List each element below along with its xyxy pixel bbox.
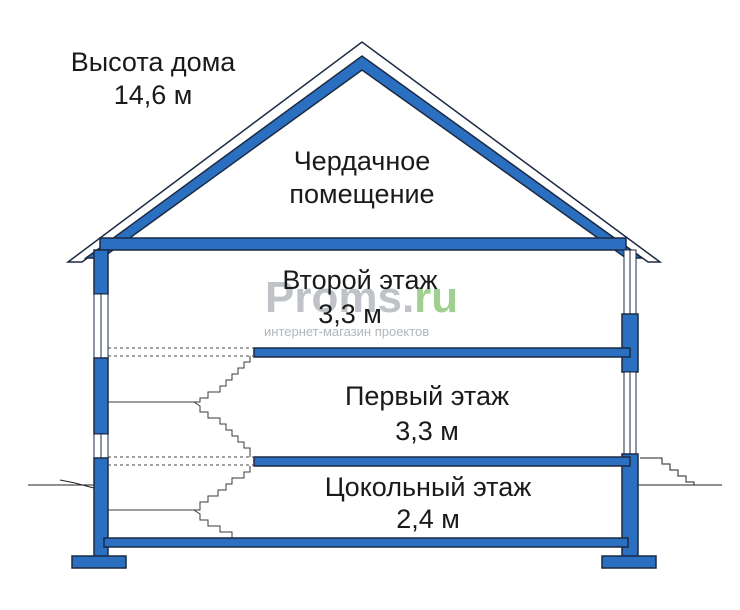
- watermark: Proms.ru интернет-магазин проектов: [264, 273, 458, 339]
- first-floor-name: Первый этаж: [345, 381, 509, 411]
- right-wall: [621, 249, 639, 559]
- stair-opening-dashes: [108, 347, 254, 466]
- attic-label-line1: Чердачное: [294, 146, 431, 176]
- attic-label-line2: помещение: [289, 179, 434, 209]
- basement-name: Цокольный этаж: [325, 472, 532, 502]
- second-floor-slab: [253, 347, 631, 358]
- footing-right: [601, 555, 657, 569]
- watermark-logo: Proms.ru: [265, 273, 458, 322]
- attic-floor-slab: [99, 237, 627, 251]
- footing-left: [71, 555, 127, 569]
- ground-right: [638, 457, 722, 486]
- house-height-value: 14,6 м: [114, 80, 193, 110]
- staircase-upper: [108, 356, 251, 457]
- first-floor-slab: [253, 456, 631, 467]
- basement-height: 2,4 м: [396, 504, 460, 534]
- house-height-title: Высота дома: [71, 47, 237, 77]
- staircase-lower: [108, 466, 251, 538]
- second-floor-name: Второй этаж: [282, 265, 437, 295]
- left-wall: [93, 249, 109, 559]
- first-floor-height: 3,3 м: [395, 416, 459, 446]
- basement-floor-slab: [103, 537, 629, 548]
- second-floor-height: 3,3 м: [318, 299, 382, 329]
- ground-left: [28, 479, 99, 490]
- watermark-tagline: интернет-магазин проектов: [264, 324, 429, 339]
